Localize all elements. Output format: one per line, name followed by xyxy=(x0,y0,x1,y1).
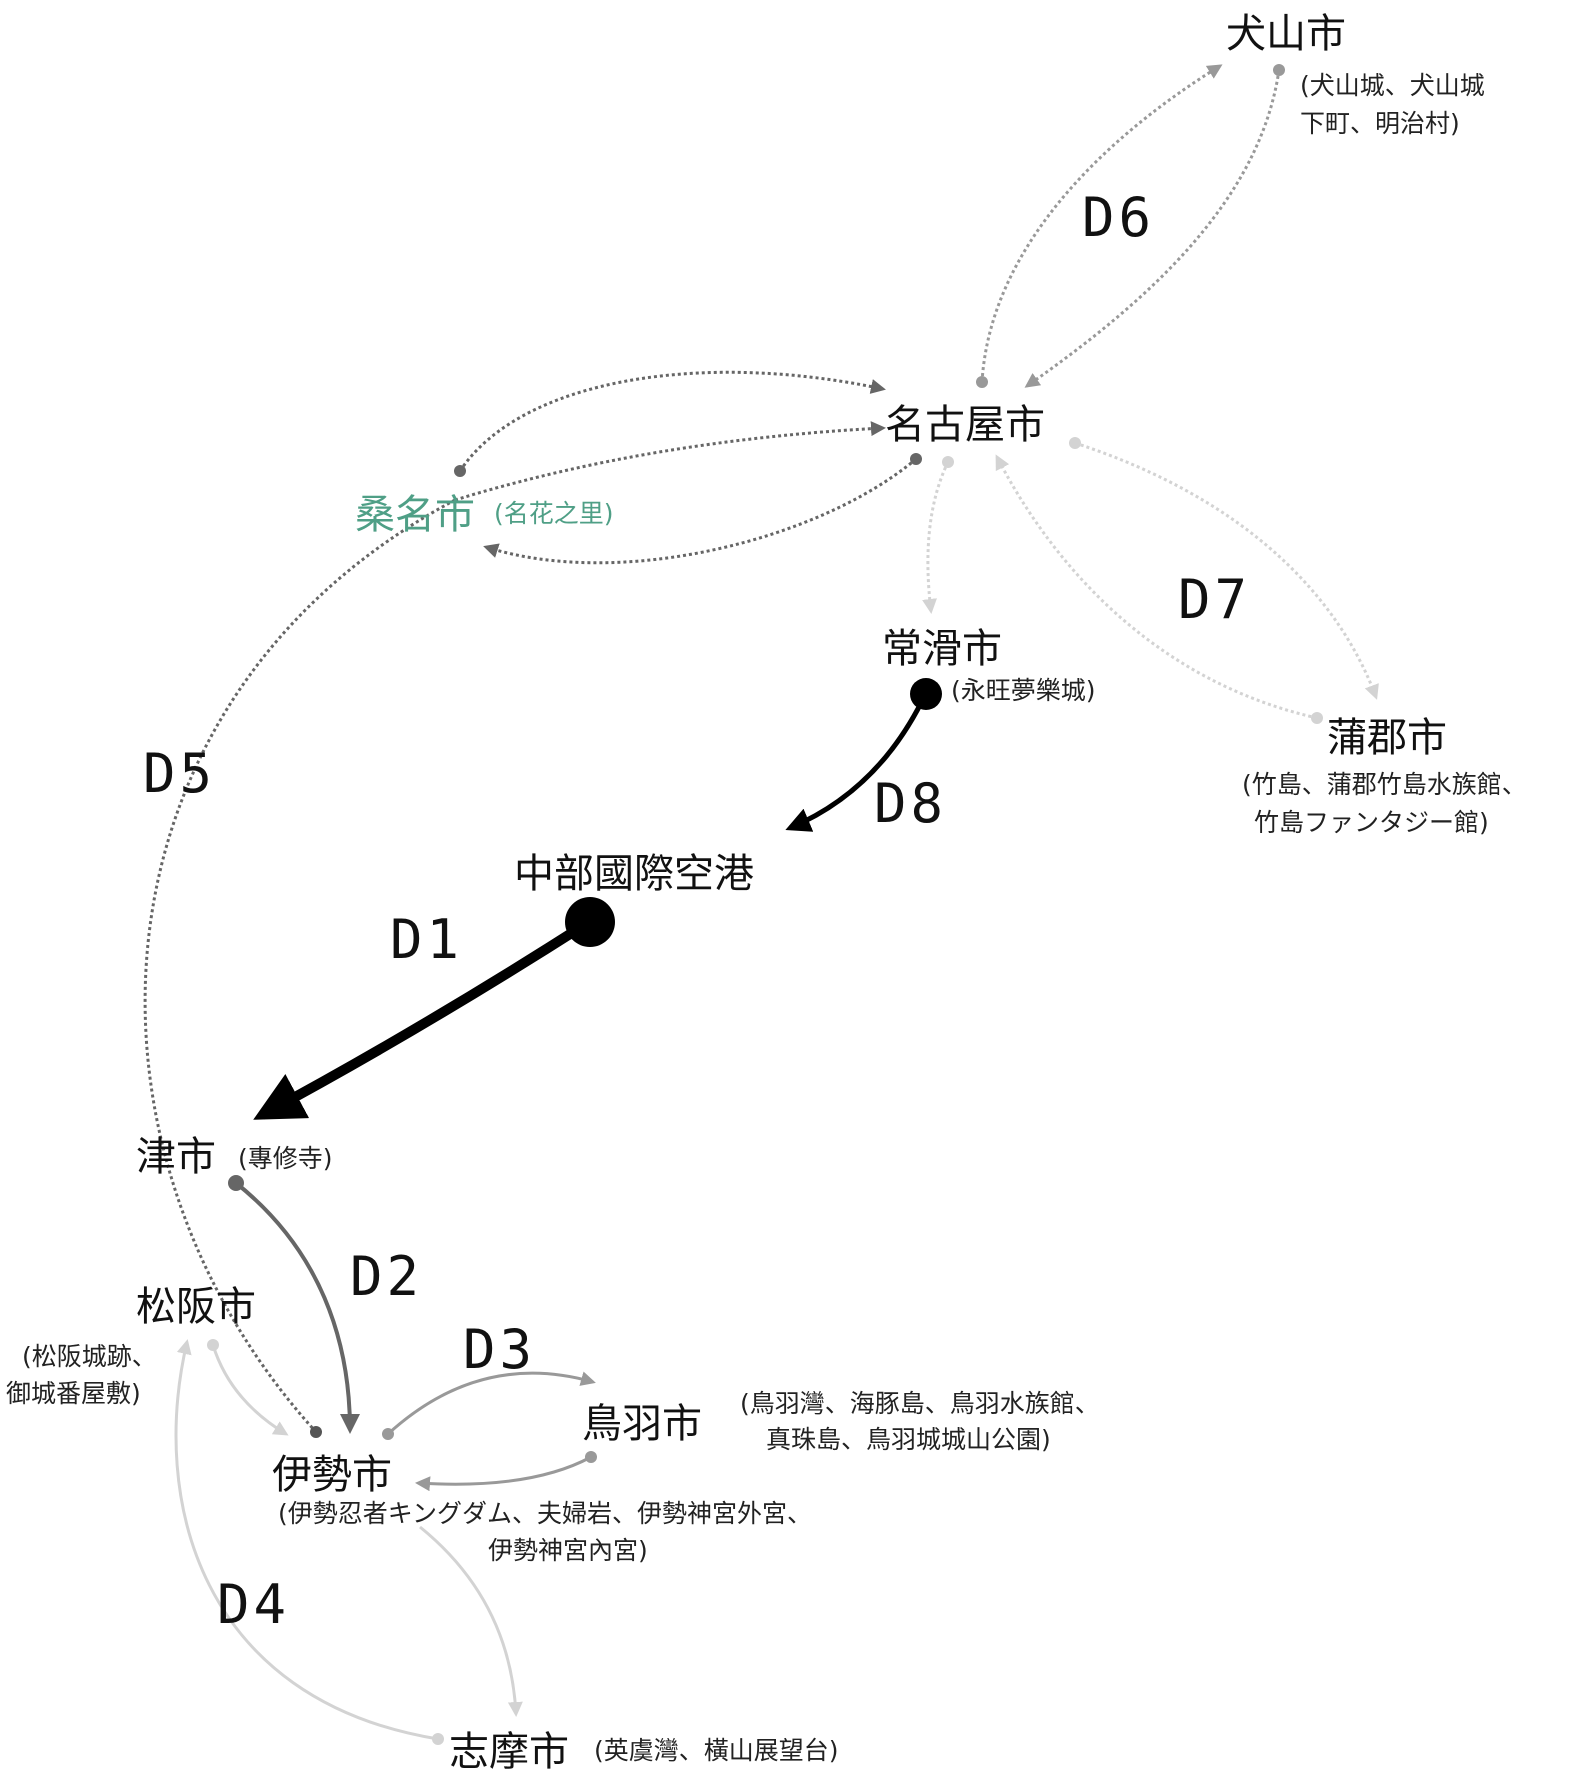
day-label-d8: D8 xyxy=(874,772,947,835)
city-toba: 鳥羽市 xyxy=(582,1401,702,1447)
edge-d4-shima-matsusaka xyxy=(174,1339,439,1741)
node-dot-inuyama xyxy=(1273,64,1285,76)
node-dot-matsusaka xyxy=(207,1339,219,1351)
edge-d3-toba-ise xyxy=(415,1455,592,1492)
city-kuwana: 桑名市 xyxy=(355,492,475,538)
edge-d6-inuyama-nagoya xyxy=(1024,69,1281,388)
edge-d7-gamagori-nagoya xyxy=(995,454,1318,720)
edge-d1-centrair-tsu xyxy=(253,917,592,1120)
city-gamagori: 蒲郡市 xyxy=(1327,715,1447,761)
node-dot-gamagori xyxy=(1311,712,1323,724)
node-dot-shima xyxy=(432,1733,444,1745)
edge-nagoya-kuwana xyxy=(483,457,917,565)
node-dot-nagoya-left xyxy=(910,453,922,465)
city-kuwana-sights: (名花之里) xyxy=(494,499,614,528)
day-label-d2: D2 xyxy=(350,1245,423,1308)
city-tokoname-sights: (永旺夢樂城) xyxy=(951,676,1096,705)
city-matsusaka-sights-2: 御城番屋敷) xyxy=(6,1379,141,1408)
node-dot-tsu xyxy=(228,1175,244,1191)
day-label-d4: D4 xyxy=(217,1573,290,1636)
node-dot-ise-right xyxy=(382,1428,394,1440)
city-inuyama-sights-1: (犬山城、犬山城 xyxy=(1300,71,1485,100)
edge-kuwana-nagoya-mid xyxy=(454,421,886,502)
day-label-d3: D3 xyxy=(463,1318,536,1381)
city-ise-sights-1: (伊勢忍者キングダム、夫婦岩、伊勢神宮外宮、 xyxy=(278,1499,812,1528)
city-tokoname: 常滑市 xyxy=(882,626,1002,672)
city-ise: 伊勢市 xyxy=(272,1452,392,1498)
city-tsu-sights: (專修寺) xyxy=(238,1144,333,1173)
city-matsusaka: 松阪市 xyxy=(136,1284,256,1330)
edge-d8-tokoname-centrair xyxy=(785,691,929,832)
city-toba-sights-2: 真珠島、鳥羽城城山公園) xyxy=(766,1425,1051,1454)
city-ise-sights-2: 伊勢神宮內宮) xyxy=(488,1536,648,1565)
node-dot-nagoya-bottom xyxy=(942,456,954,468)
city-inuyama: 犬山市 xyxy=(1226,11,1346,57)
edge-d5-kuwana-ise xyxy=(143,498,456,1434)
node-dot-toba xyxy=(585,1451,597,1463)
day-label-d6: D6 xyxy=(1082,186,1155,249)
city-gamagori-sights-1: (竹島、蒲郡竹島水族館、 xyxy=(1242,770,1527,799)
city-matsusaka-sights-1: (松阪城跡、 xyxy=(22,1342,157,1371)
edge-kuwana-nagoya-top xyxy=(458,370,886,472)
edge-d4-ise-shima xyxy=(419,1525,523,1717)
edge-d2-tsu-ise xyxy=(234,1181,360,1434)
city-toba-sights-1: (鳥羽灣、海豚島、鳥羽水族館、 xyxy=(740,1389,1100,1418)
node-dot-nagoya-d6 xyxy=(976,376,988,388)
day-label-d7: D7 xyxy=(1178,568,1251,631)
node-dot-nagoya-right xyxy=(1069,437,1081,449)
edge-d6-nagoya-inuyama xyxy=(980,64,1223,383)
node-dot-ise-d5 xyxy=(310,1426,322,1438)
city-gamagori-sights-2: 竹島ファンタジー館) xyxy=(1254,808,1489,837)
city-shima: 志摩市 xyxy=(449,1729,569,1775)
edge-nagoya-tokoname xyxy=(922,461,950,614)
day-label-d1: D1 xyxy=(390,908,463,971)
city-nagoya: 名古屋市 xyxy=(885,402,1045,448)
city-centrair: 中部國際空港 xyxy=(514,851,754,897)
city-shima-sights: (英虞灣、橫山展望台) xyxy=(594,1736,839,1765)
node-dot-kuwana xyxy=(454,465,466,477)
node-dot-centrair xyxy=(565,897,615,947)
city-tsu: 津市 xyxy=(136,1134,216,1180)
day-label-d5: D5 xyxy=(143,742,216,805)
node-dot-tokoname xyxy=(910,678,942,710)
edge-d3-ise-toba xyxy=(386,1371,596,1436)
city-inuyama-sights-2: 下町、明治村) xyxy=(1300,109,1460,138)
edge-d4-matsusaka-ise xyxy=(211,1344,289,1436)
